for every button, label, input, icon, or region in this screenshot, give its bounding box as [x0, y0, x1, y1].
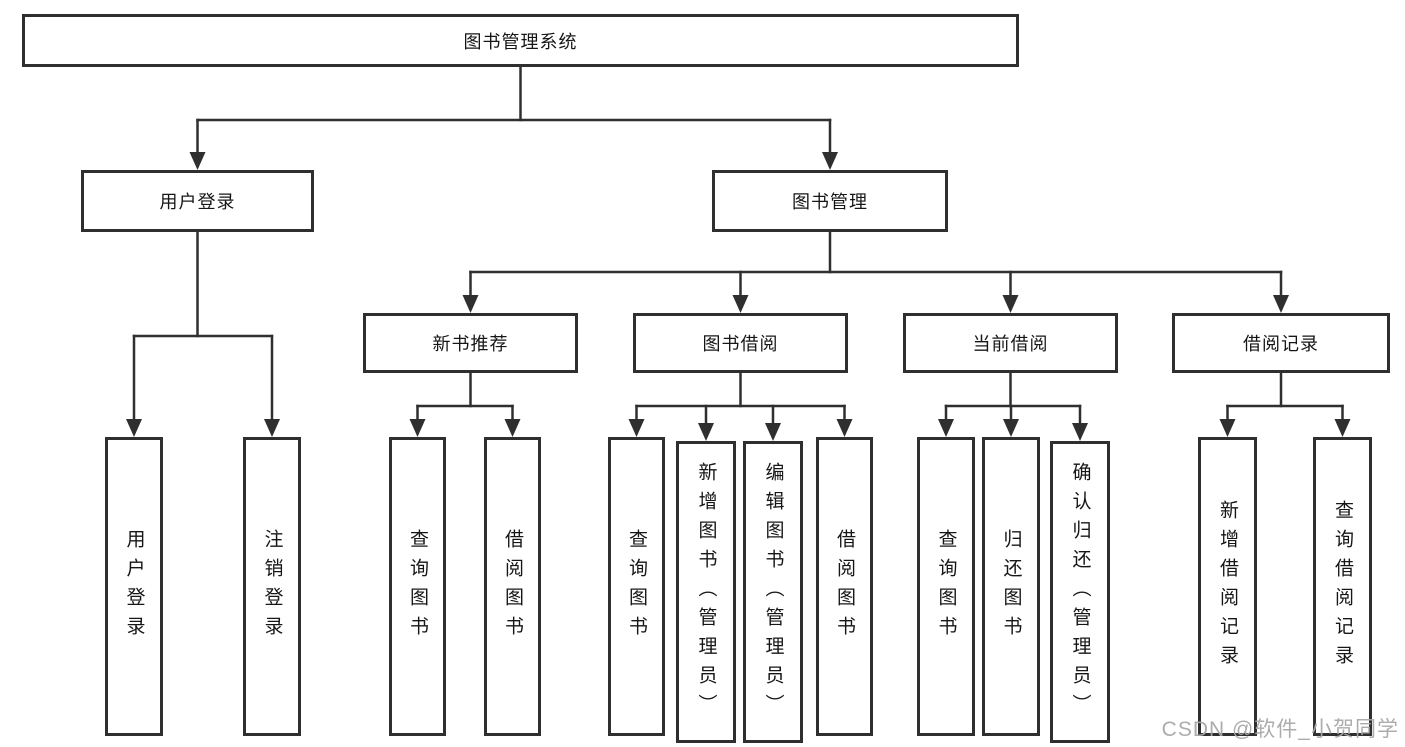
- node-label: 当前借阅: [972, 334, 1049, 354]
- leaf-label: 归还图书: [1000, 528, 1022, 645]
- node-user-login: 用户登录: [81, 170, 314, 232]
- leaf-borrow-books-borrow: 借阅图书: [816, 437, 873, 736]
- leaf-label: 编辑图书（管理员）: [762, 461, 784, 723]
- node-book-borrowing: 图书借阅: [633, 313, 848, 373]
- leaf-label: 查询借阅记录: [1332, 499, 1353, 674]
- node-book-management: 图书管理: [712, 170, 948, 232]
- csdn-watermark: CSDN @软件_小贺同学: [1161, 718, 1399, 741]
- leaf-add-borrow-record: 新增借阅记录: [1198, 437, 1257, 736]
- node-current-borrowing: 当前借阅: [903, 313, 1118, 373]
- leaf-label: 新增图书（管理员）: [695, 461, 717, 723]
- node-label: 图书管理系统: [463, 31, 578, 52]
- node-new-book-recommendation: 新书推荐: [363, 313, 578, 373]
- leaf-label: 查询图书: [626, 528, 647, 645]
- node-label: 借阅记录: [1243, 334, 1319, 354]
- leaf-label: 查询图书: [935, 528, 957, 645]
- node-label: 用户登录: [159, 192, 236, 212]
- arrowheads: [126, 152, 1351, 441]
- leaf-logout-login: 注销登录: [243, 437, 301, 736]
- leaf-user-login: 用户登录: [105, 437, 163, 736]
- leaf-label: 查询图书: [407, 528, 428, 645]
- leaf-label: 注销登录: [261, 528, 283, 645]
- leaf-query-books-borrow: 查询图书: [608, 437, 665, 736]
- node-label: 新书推荐: [432, 334, 509, 354]
- leaf-return-books: 归还图书: [982, 437, 1040, 736]
- leaf-label: 确认归还（管理员）: [1069, 461, 1091, 723]
- leaf-add-books-admin: 新增图书（管理员）: [676, 441, 736, 743]
- leaf-query-borrow-record: 查询借阅记录: [1313, 437, 1372, 736]
- leaf-label: 借阅图书: [502, 528, 523, 645]
- leaf-label: 用户登录: [123, 528, 145, 645]
- leaf-confirm-return-admin: 确认归还（管理员）: [1050, 441, 1110, 743]
- node-library-management-system: 图书管理系统: [22, 14, 1019, 67]
- node-borrowing-records: 借阅记录: [1172, 313, 1390, 373]
- leaf-query-books-current: 查询图书: [917, 437, 975, 736]
- node-label: 图书管理: [792, 192, 868, 212]
- leaf-label: 借阅图书: [834, 528, 855, 645]
- leaf-borrow-books-recommend: 借阅图书: [484, 437, 541, 736]
- leaf-label: 新增借阅记录: [1217, 499, 1238, 674]
- leaf-query-books-recommend: 查询图书: [389, 437, 446, 736]
- node-label: 图书借阅: [702, 334, 779, 354]
- leaf-edit-books-admin: 编辑图书（管理员）: [743, 441, 803, 743]
